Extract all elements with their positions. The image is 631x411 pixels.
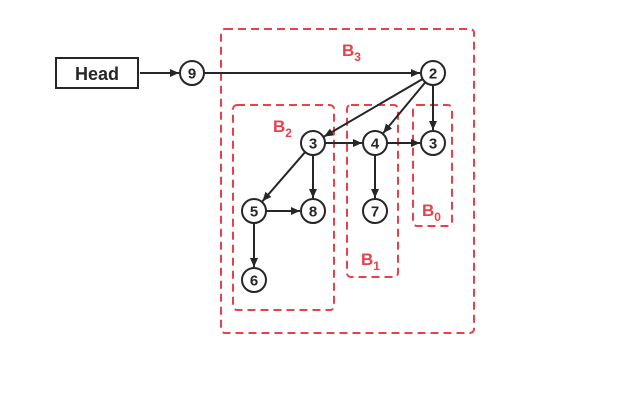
group-box-b2 (232, 104, 335, 311)
edge-n2-n3a (323, 78, 424, 138)
group-subscript: 3 (354, 50, 361, 64)
group-label-b0: B0 (422, 201, 441, 224)
node-n6: 6 (241, 267, 267, 293)
node-circle (420, 130, 446, 156)
group-subscript: 1 (373, 259, 380, 273)
node-label: 9 (188, 66, 196, 83)
node-n4: 4 (362, 130, 388, 156)
node-circle (300, 198, 326, 224)
node-circle (362, 130, 388, 156)
node-label: 7 (371, 204, 379, 221)
node-circle (362, 198, 388, 224)
node-label: 5 (250, 204, 258, 221)
node-circle (300, 130, 326, 156)
group-box-b1 (346, 104, 399, 278)
nodes-layer: 9 2 3 4 3 5 8 7 6 (179, 60, 446, 293)
node-label: 2 (429, 66, 437, 83)
edge-n3a-n5 (261, 151, 306, 202)
node-circle (179, 60, 205, 86)
node-label: 3 (429, 136, 437, 153)
group-label-b1: B1 (361, 250, 380, 273)
node-label: 3 (309, 136, 317, 153)
node-circle (241, 267, 267, 293)
head-box (55, 57, 139, 89)
node-n2: 2 (420, 60, 446, 86)
node-n7: 7 (362, 198, 388, 224)
group-label-b2: B2 (273, 117, 292, 140)
head-label: Head (75, 64, 119, 84)
node-circle (420, 60, 446, 86)
node-label: 4 (371, 136, 380, 153)
node-n3a: 3 (300, 130, 326, 156)
node-label: 8 (309, 204, 317, 221)
node-n5: 5 (241, 198, 267, 224)
node-circle (241, 198, 267, 224)
node-n9: 9 (179, 60, 205, 86)
edges-layer (140, 69, 437, 267)
group-box-b3 (220, 28, 475, 334)
node-n8: 8 (300, 198, 326, 224)
head-layer: Head (55, 57, 139, 89)
node-label: 6 (250, 273, 258, 290)
node-n3b: 3 (420, 130, 446, 156)
group-subscript: 0 (434, 210, 441, 224)
edge-n2-n4 (382, 81, 427, 134)
group-subscript: 2 (285, 126, 292, 140)
group-label-b3: B3 (342, 41, 361, 64)
